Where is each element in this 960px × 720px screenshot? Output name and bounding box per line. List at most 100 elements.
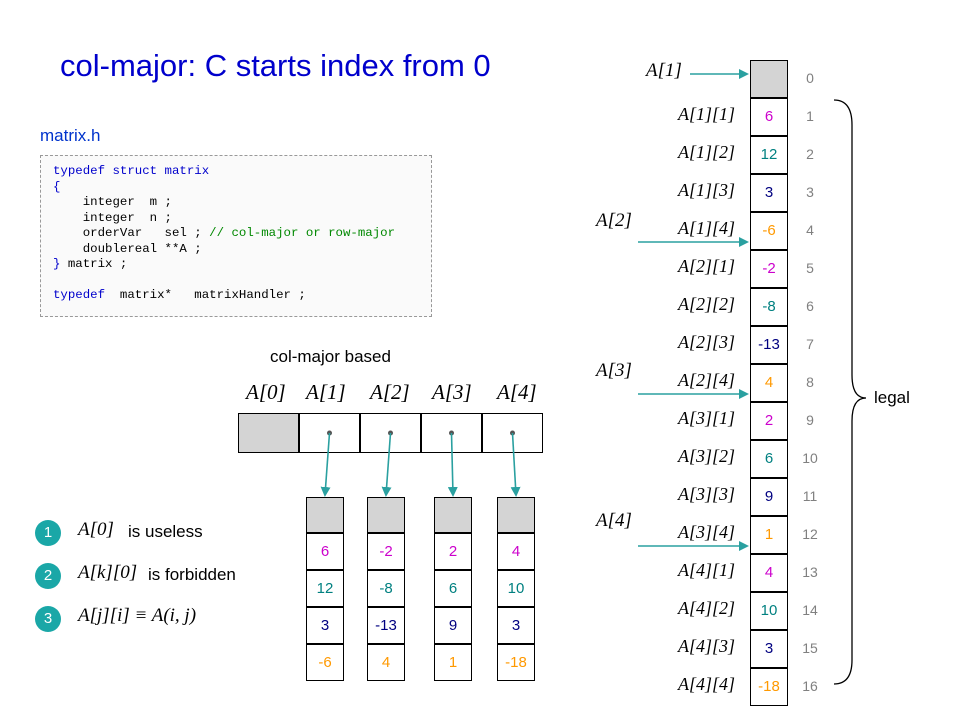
rule-description: is forbidden [148, 565, 236, 584]
memory-cell: 6 [750, 440, 788, 478]
legal-brace [833, 99, 867, 685]
memory-index: 2 [806, 146, 814, 162]
column-value-cell: 12 [306, 570, 344, 607]
element-label: A[1][1] [678, 104, 736, 124]
memory-cell: 3 [750, 174, 788, 212]
code-token: { [53, 179, 61, 194]
memory-cell: -6 [750, 212, 788, 250]
row-pointer-label: A[3] [596, 360, 632, 381]
pointer-cell [482, 413, 543, 453]
element-label: A[3][2] [678, 446, 736, 466]
rule-number-badge: 2 [35, 563, 61, 589]
element-label: A[4][4] [678, 674, 736, 694]
memory-index: 4 [806, 222, 814, 238]
memory-cell: 1 [750, 516, 788, 554]
column-value-cell: -13 [367, 607, 405, 644]
row-pointer-label: A[1] [646, 60, 682, 81]
code-token: integer n ; [53, 210, 172, 225]
code-token: typedef [53, 288, 106, 302]
memory-index: 6 [806, 298, 814, 314]
column-value-cell: -18 [497, 644, 535, 681]
rule-number-badge: 3 [35, 606, 61, 632]
column-value-cell: 1 [434, 644, 472, 681]
column-value-cell: 3 [306, 607, 344, 644]
element-label: A[3][4] [678, 522, 736, 542]
code-token: matrix* matrixHandler ; [105, 288, 306, 302]
element-label: A[4][3] [678, 636, 736, 656]
memory-index: 1 [806, 108, 814, 124]
column-header-cell [306, 497, 344, 533]
column-header-cell [367, 497, 405, 533]
memory-cell: 2 [750, 402, 788, 440]
memory-index: 7 [806, 336, 814, 352]
column-value-cell: 6 [434, 570, 472, 607]
pointer-label: A[4] [497, 380, 537, 404]
code-token: orderVar sel ; [53, 226, 210, 240]
element-label: A[3][3] [678, 484, 736, 504]
column-value-cell: 9 [434, 607, 472, 644]
memory-index: 15 [802, 640, 818, 656]
memory-index: 3 [806, 184, 814, 200]
element-label: A[2][4] [678, 370, 736, 390]
legal-label: legal [874, 388, 910, 407]
code-block: typedef struct matrix { integer m ; inte… [40, 155, 432, 317]
pointer-arrow [447, 432, 458, 497]
column-value-cell: 10 [497, 570, 535, 607]
rule-number-badge: 1 [35, 520, 61, 546]
pointer-arrow [320, 432, 331, 497]
column-value-cell: 4 [497, 533, 535, 570]
pointer-cell [360, 413, 421, 453]
file-label: matrix.h [40, 126, 101, 145]
code-token: integer m ; [53, 195, 172, 209]
column-header-cell [434, 497, 472, 533]
memory-cell [750, 60, 788, 98]
memory-cell: 4 [750, 554, 788, 592]
pointer-cell [238, 413, 299, 453]
memory-cell: 3 [750, 630, 788, 668]
memory-index: 5 [806, 260, 814, 276]
memory-cell: -13 [750, 326, 788, 364]
column-value-cell: 4 [367, 644, 405, 681]
memory-index: 11 [802, 488, 818, 504]
memory-cell: 10 [750, 592, 788, 630]
page-title: col-major: C starts index from 0 [60, 48, 491, 83]
memory-index: 16 [802, 678, 818, 694]
element-label: A[4][1] [678, 560, 736, 580]
memory-cell: -18 [750, 668, 788, 706]
element-label: A[4][2] [678, 598, 736, 618]
code-token: doublereal **A ; [53, 241, 202, 256]
pointer-arrow [510, 432, 521, 497]
memory-cell: -2 [750, 250, 788, 288]
code-token: matrix ; [60, 257, 128, 271]
memory-index: 8 [806, 374, 814, 390]
code-text: typedef struct matrix { integer m ; inte… [53, 164, 395, 304]
column-value-cell: -2 [367, 533, 405, 570]
rule-expression: A[0] [78, 519, 114, 540]
memory-cell: 6 [750, 98, 788, 136]
column-value-cell: -8 [367, 570, 405, 607]
pointer-arrow [381, 432, 392, 497]
memory-index: 10 [802, 450, 818, 466]
row-pointer-label: A[4] [596, 510, 632, 531]
column-value-cell: 6 [306, 533, 344, 570]
memory-cell: 9 [750, 478, 788, 516]
row-pointer-label: A[2] [596, 210, 632, 231]
pointer-label: A[0] [246, 380, 286, 404]
pointer-label: A[2] [370, 380, 410, 404]
rule-description: is useless [128, 522, 203, 541]
column-header-cell [497, 497, 535, 533]
memory-cell: 4 [750, 364, 788, 402]
rule-expression: A[k][0] [78, 562, 138, 583]
column-value-cell: -6 [306, 644, 344, 681]
pointer-label: A[1] [306, 380, 346, 404]
element-label: A[3][1] [678, 408, 736, 428]
pointer-label: A[3] [432, 380, 472, 404]
element-label: A[1][2] [678, 142, 736, 162]
col-major-label: col-major based [270, 347, 391, 366]
memory-cell: 12 [750, 136, 788, 174]
element-label: A[1][3] [678, 180, 736, 200]
code-token: typedef struct matrix [53, 164, 210, 178]
memory-index: 12 [802, 526, 818, 542]
column-value-cell: 2 [434, 533, 472, 570]
element-label: A[2][2] [678, 294, 736, 314]
